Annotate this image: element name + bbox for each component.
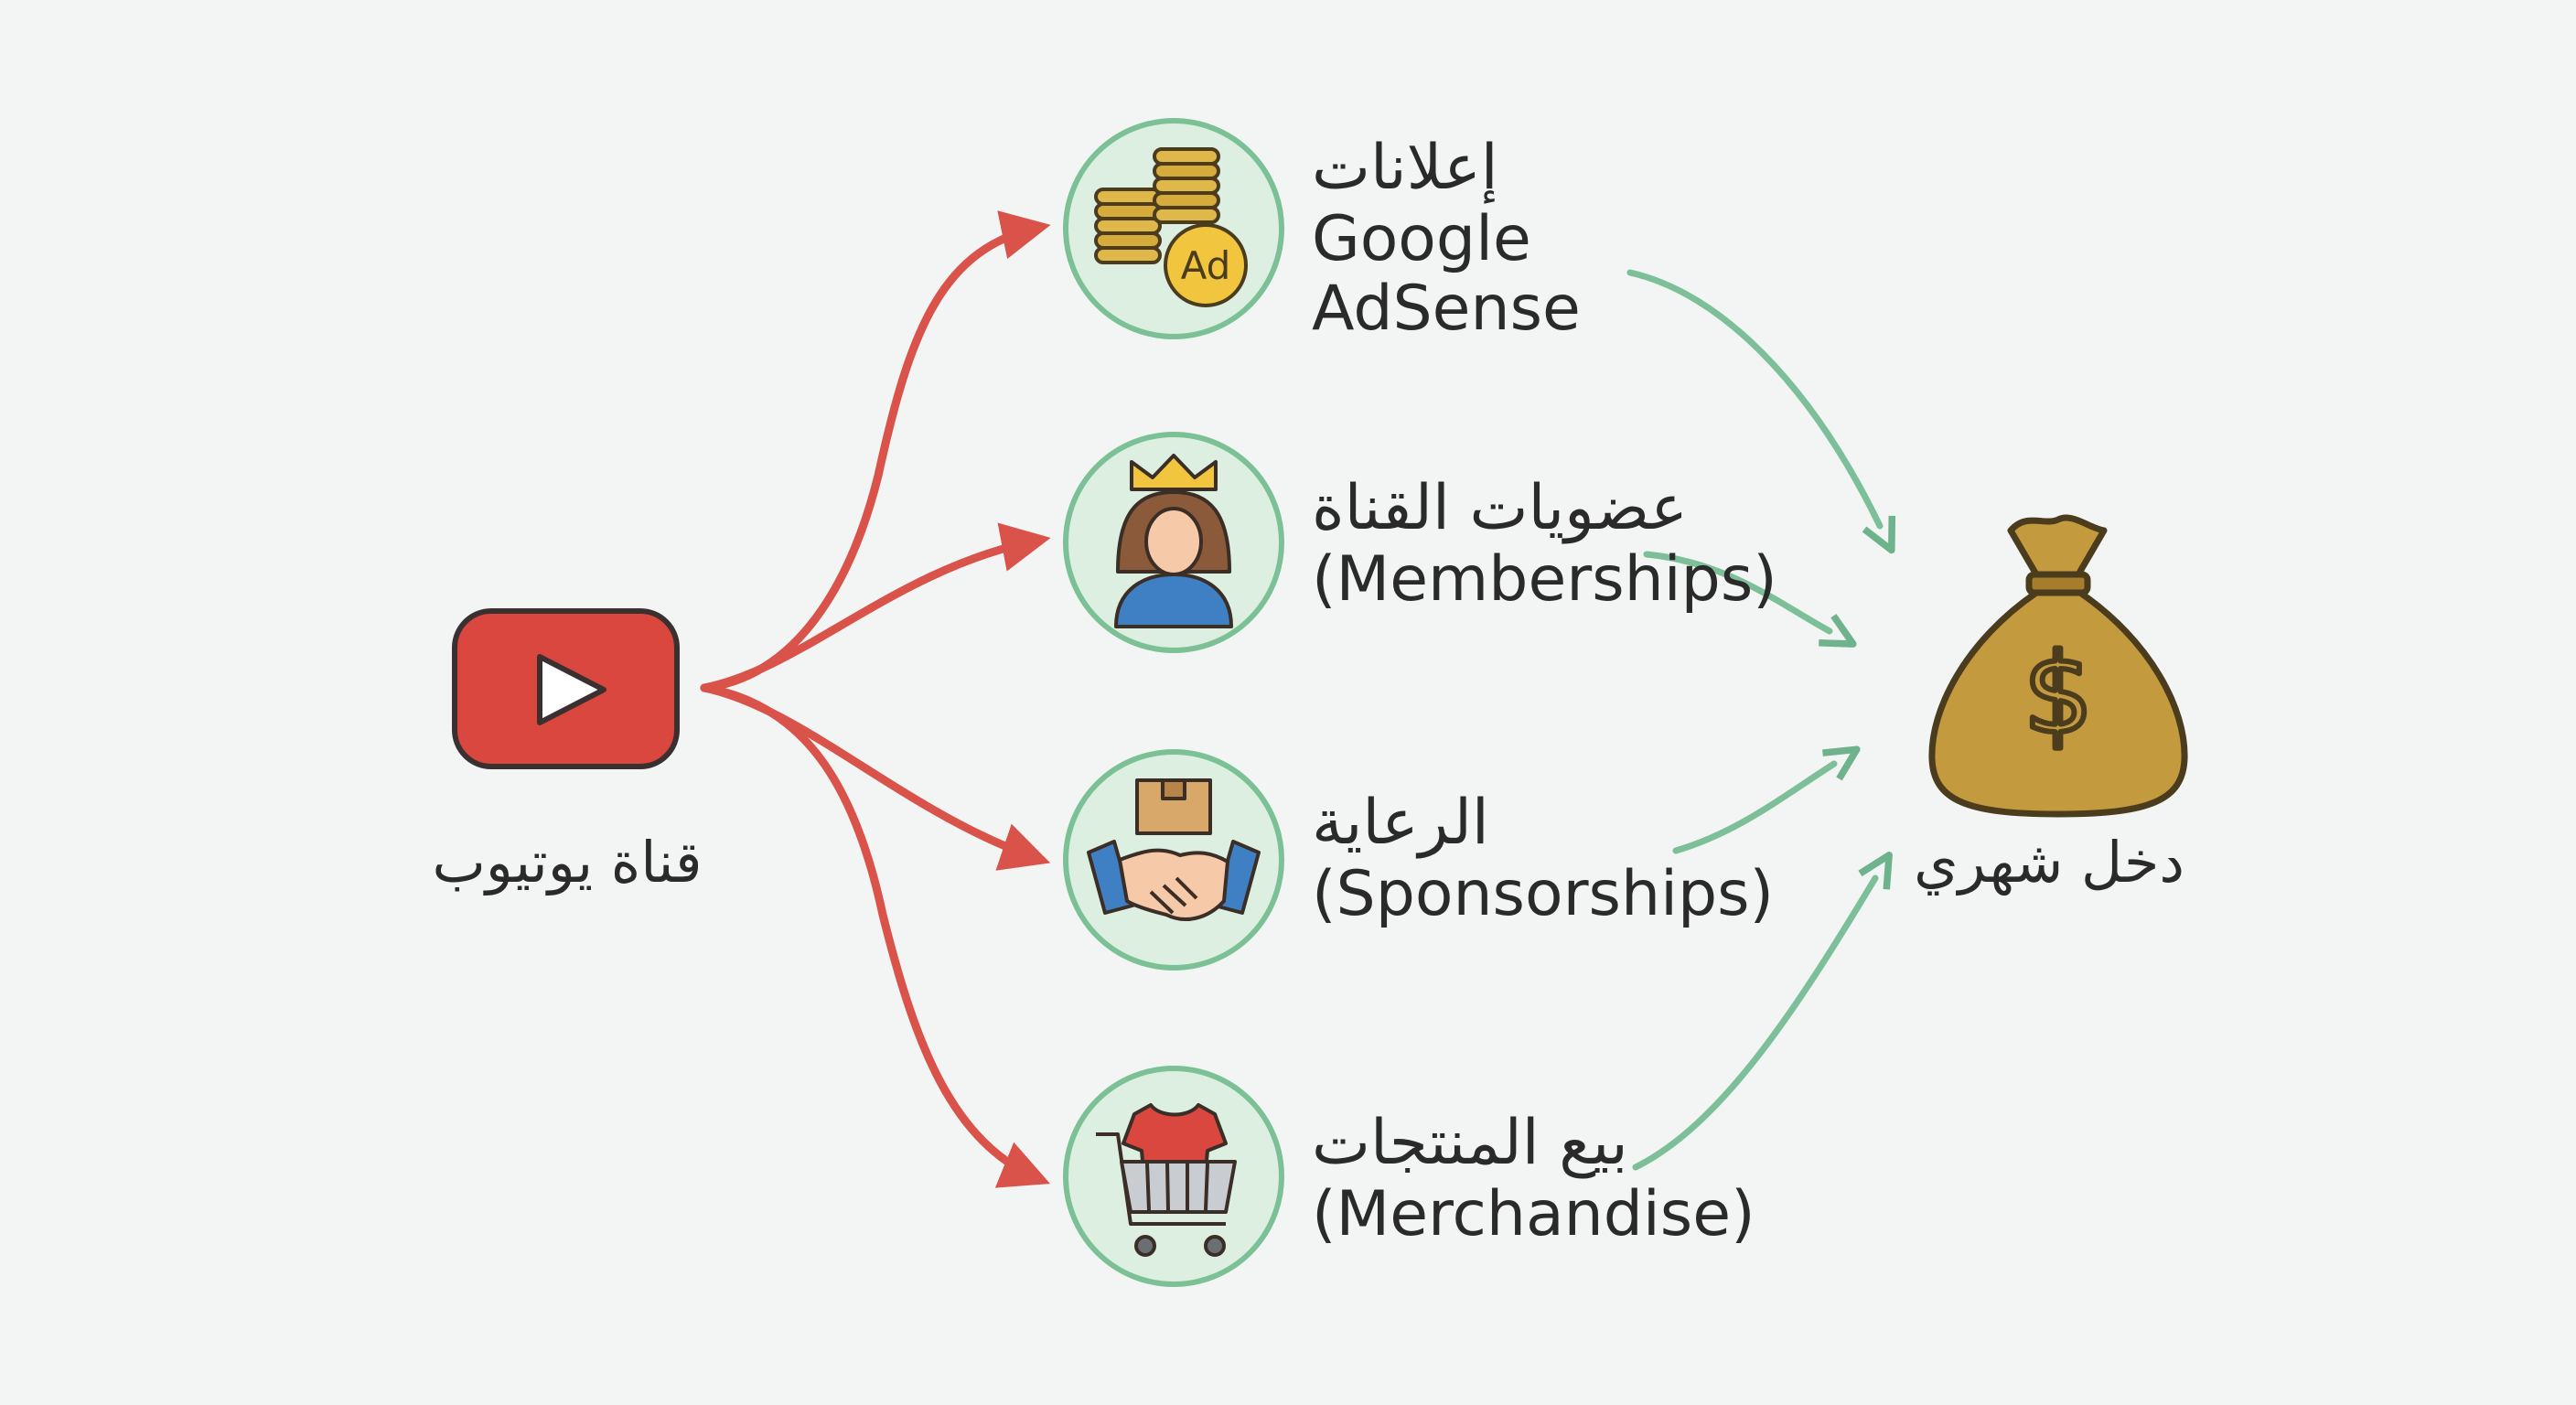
merchandise-label-en: (Merchandise): [1312, 1178, 1755, 1250]
adsense-label: إعلانات Google AdSense: [1312, 137, 1581, 348]
ad-coins-icon: Ad: [1094, 147, 1248, 307]
svg-text:Ad: Ad: [1181, 243, 1231, 288]
crowned-member-icon: [1114, 454, 1233, 628]
sponsorships-label-en: (Sponsorships): [1312, 858, 1775, 930]
arrow-from-sponsorships: [1672, 745, 1861, 854]
svg-text:$: $: [2023, 631, 2093, 758]
memberships-node: [1063, 432, 1284, 653]
adsense-label-ar: إعلانات: [1312, 132, 1498, 204]
memberships-label: عضويات القناة (Memberships): [1312, 477, 1777, 618]
arrow-from-merchandise: [1632, 852, 1893, 1171]
money-bag-icon: $: [1928, 514, 2188, 818]
arrow-to-adsense: [700, 210, 1051, 692]
adsense-label-en-2: AdSense: [1312, 273, 1581, 345]
arrow-to-memberships: [700, 522, 1051, 692]
handshake-box-icon: [1087, 778, 1261, 921]
arrow-to-sponsorships: [700, 683, 1051, 871]
memberships-label-en: (Memberships): [1312, 543, 1777, 616]
merchandise-node: [1063, 1066, 1284, 1287]
merchandise-label: بيع المنتجات (Merchandise): [1312, 1112, 1755, 1253]
source-label: قناة يوتيوب: [432, 829, 703, 896]
arrow-from-adsense: [1626, 269, 1896, 554]
shirt-cart-icon: [1096, 1103, 1237, 1257]
sponsorships-label-ar: الرعاية: [1312, 787, 1489, 859]
sponsorships-node: [1063, 749, 1284, 971]
memberships-label-ar: عضويات القناة: [1312, 472, 1688, 544]
youtube-play-icon: [452, 608, 680, 769]
arrow-to-merchandise: [700, 683, 1050, 1188]
merchandise-label-ar: بيع المنتجات: [1312, 1107, 1628, 1179]
adsense-node: Ad: [1063, 118, 1284, 339]
incoming-arrows: [1626, 269, 1896, 1171]
target-label: دخل شهري: [1914, 829, 2184, 896]
outgoing-arrows: [700, 210, 1051, 1188]
adsense-label-en-1: Google: [1312, 203, 1531, 275]
arrow-from-memberships: [1643, 551, 1857, 648]
sponsorships-label: الرعاية (Sponsorships): [1312, 792, 1774, 933]
